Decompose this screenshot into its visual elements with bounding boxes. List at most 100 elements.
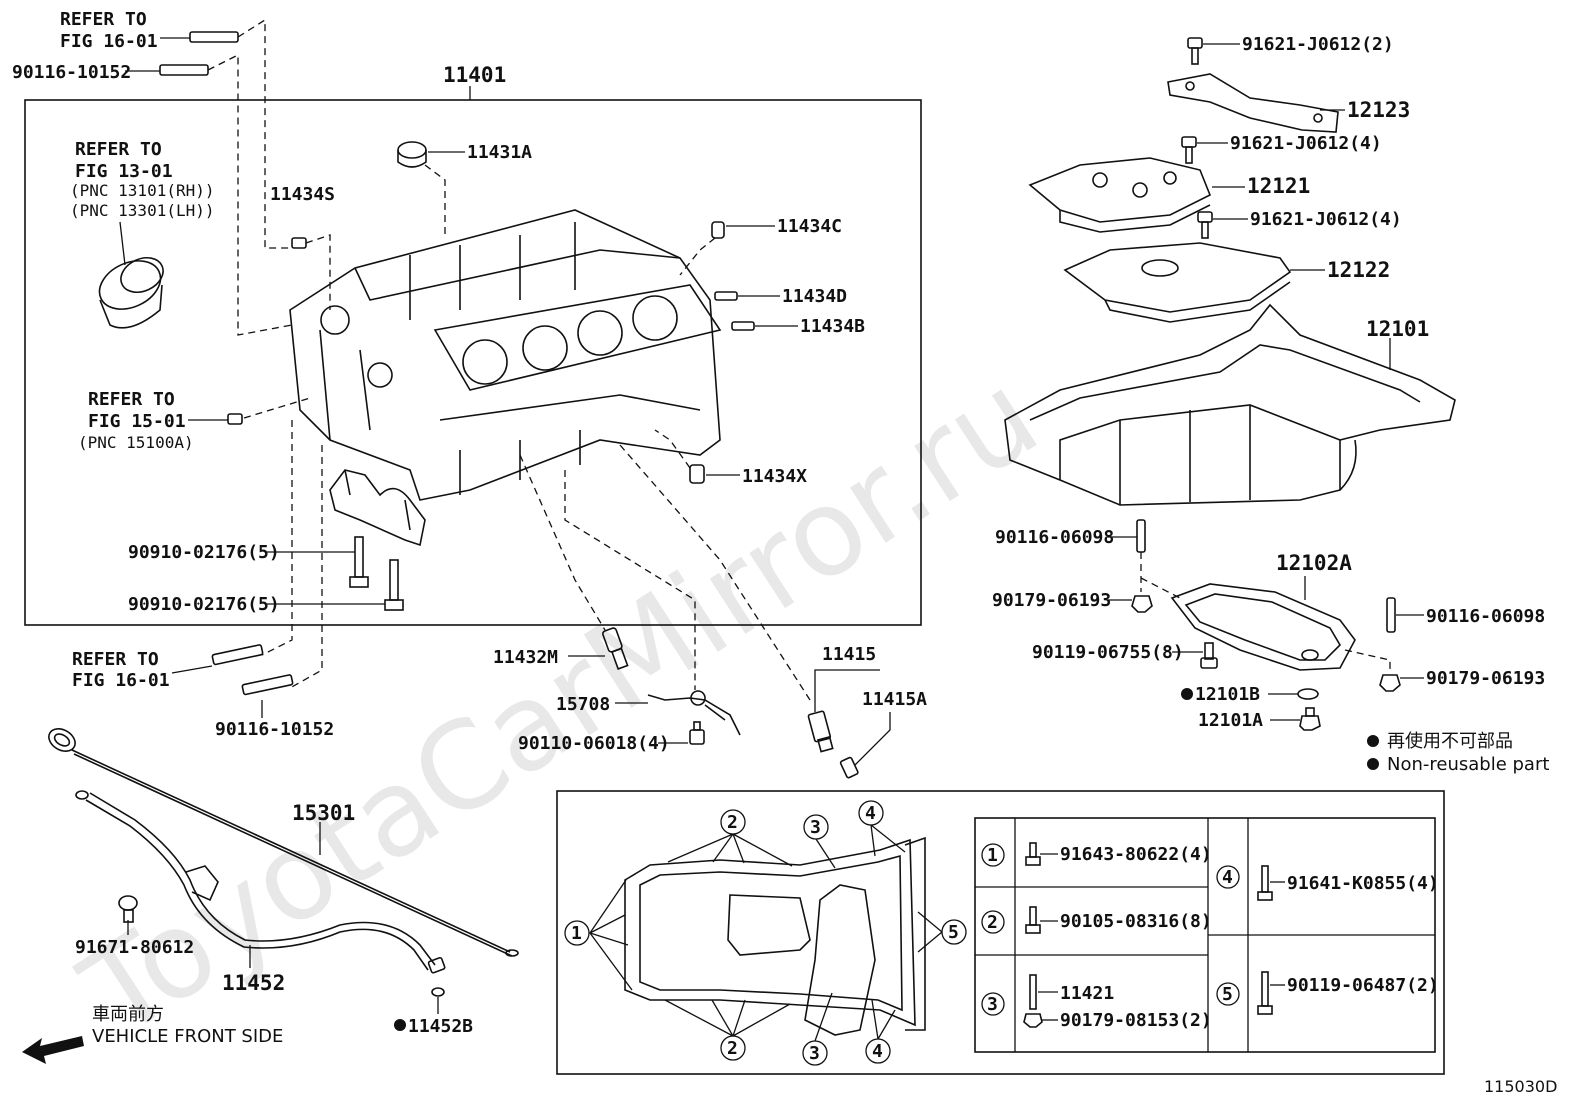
callout-90116-06098-b[interactable]: 90116-06098 [1426,606,1545,627]
nonreusable-dot-11452b [394,1019,406,1031]
refer-fig15-line2[interactable]: FIG 15-01 [88,411,186,432]
callout-11452b[interactable]: 11452B [408,1016,473,1037]
legend-nonreusable-en: Non-reusable part [1387,754,1549,775]
pin-11434x [689,464,705,484]
callout-90910-02176-b[interactable]: 90910-02176(5) [128,594,280,615]
callout-12101a[interactable]: 12101A [1198,710,1263,731]
inset-callout-2-top[interactable]: 2 [667,809,793,867]
callout-90110-06018[interactable]: 90110-06018(4) [518,733,670,754]
callout-11434c[interactable]: 11434C [777,216,842,237]
stud-bolt-top-1 [189,31,239,43]
svg-text:2: 2 [727,812,738,833]
piston-icon [98,256,164,329]
inset-callout-2-bot[interactable]: 2 [664,999,791,1061]
callout-12122[interactable]: 12122 [1327,258,1390,282]
bolt-90110-06018 [689,721,705,745]
refer-fig15-line1[interactable]: REFER TO [88,389,175,410]
refer-fig16-bot-line2[interactable]: FIG 16-01 [72,670,170,691]
refer-fig13-line1[interactable]: REFER TO [75,139,162,160]
svg-text:4: 4 [1222,867,1233,888]
callout-91621-j0612-a[interactable]: 91621-J0612(2) [1242,34,1394,55]
svg-text:4: 4 [865,803,876,824]
callout-90116-10152-top[interactable]: 90116-10152 [12,62,131,83]
refer-fig13-line3[interactable]: (PNC 13101(RH)) [70,181,215,200]
callout-90910-02176-a[interactable]: 90910-02176(5) [128,542,280,563]
bolt-90910-b [384,559,404,611]
svg-text:1: 1 [571,923,582,944]
bolt-90119-06755 [1200,642,1218,669]
spec-row-1[interactable]: 1 91643-80622(4) [981,842,1212,867]
plug-11415a-icon [839,756,859,779]
bolt-layout-inset [556,790,1445,1075]
callout-91621-j0612-c[interactable]: 91621-J0612(4) [1250,209,1402,230]
svg-text:3: 3 [810,817,821,838]
inset-callout-3-bot[interactable]: 3 [802,992,833,1066]
callout-91671-80612[interactable]: 91671-80612 [75,937,194,958]
nonreusable-dot-12101b [1181,688,1193,700]
legend-dot-en [1367,758,1379,770]
drain-plug-12101a [1299,707,1321,731]
legend-dot-jp [1367,735,1379,747]
refer-fig15-line3[interactable]: (PNC 15100A) [78,433,194,452]
callout-11432m[interactable]: 11432M [493,647,558,668]
svg-text:91641-K0855(4): 91641-K0855(4) [1287,873,1439,894]
callout-12123[interactable]: 12123 [1347,98,1410,122]
refer-fig16-top-line2[interactable]: FIG 16-01 [60,31,158,52]
bolt-91621-c [1197,211,1213,239]
callout-12121[interactable]: 12121 [1247,174,1310,198]
pin-fig15 [227,413,243,425]
spec-row-2[interactable]: 2 90105-08316(8) [981,906,1212,934]
stud-bolt-bot-2 [241,674,294,696]
spec-row-4[interactable]: 4 91641-K0855(4) [1216,865,1439,901]
callout-12101b[interactable]: 12101B [1195,684,1260,705]
callout-90116-10152-bot[interactable]: 90116-10152 [215,719,334,740]
callout-11434x[interactable]: 11434X [742,466,807,487]
callout-11434b[interactable]: 11434B [800,316,865,337]
baffle-12122-icon [1063,242,1292,323]
inset-callout-3-top[interactable]: 3 [803,814,836,869]
svg-text:2: 2 [727,1038,738,1059]
refer-fig13-line4[interactable]: (PNC 13301(LH)) [70,201,215,220]
bracket-12123-icon [1167,73,1339,133]
callout-11415[interactable]: 11415 [822,644,876,665]
svg-text:90119-06487(2): 90119-06487(2) [1287,975,1439,996]
spec-row-5[interactable]: 5 90119-06487(2) [1216,971,1439,1015]
plug-11431a-icon [397,141,427,168]
callout-90116-06098-a[interactable]: 90116-06098 [995,527,1114,548]
callout-15301[interactable]: 15301 [292,801,355,825]
svg-text:2: 2 [987,912,998,933]
inset-callout-5[interactable]: 5 [917,911,967,953]
callout-11434s[interactable]: 11434S [270,184,335,205]
stud-90116-06098-b [1386,597,1396,633]
gasket-12101b [1297,688,1319,700]
callout-11434d[interactable]: 11434D [782,286,847,307]
callout-12102a[interactable]: 12102A [1276,551,1352,575]
callout-90119-06755[interactable]: 90119-06755(8) [1032,642,1184,663]
inset-callout-4-top[interactable]: 4 [858,800,906,857]
inset-callout-1[interactable]: 1 [564,879,633,991]
baffle-12121-icon [1028,157,1212,233]
callout-11452[interactable]: 11452 [222,971,285,995]
refer-fig13-line2[interactable]: FIG 13-01 [75,161,173,182]
callout-15708[interactable]: 15708 [556,694,610,715]
cylinder-block-icon [289,209,722,501]
vehicle-front-en: VEHICLE FRONT SIDE [92,1026,283,1047]
callout-12101[interactable]: 12101 [1366,317,1429,341]
knock-sensor-11432m-icon [602,627,629,670]
bolt-91621-b [1181,136,1197,164]
inset-callout-4-bot[interactable]: 4 [865,999,896,1064]
callout-91621-j0612-b[interactable]: 91621-J0612(4) [1230,133,1382,154]
callout-11431a[interactable]: 11431A [467,142,532,163]
callout-11415a[interactable]: 11415A [862,689,927,710]
callout-90179-06193-a[interactable]: 90179-06193 [992,590,1111,611]
dowel-pin-11434s [291,237,307,249]
spec-row-3[interactable]: 5 3 11421 90179-08153(2) [981,974,1212,1031]
o-ring-11452b [431,987,445,997]
callout-90179-06193-b[interactable]: 90179-06193 [1426,668,1545,689]
callout-11401[interactable]: 11401 [443,63,506,87]
block-assembly-box [24,99,922,626]
refer-fig16-top-line1[interactable]: REFER TO [60,9,147,30]
bearing-cap-icon [329,469,426,547]
refer-fig16-bot-line1[interactable]: REFER TO [72,649,159,670]
